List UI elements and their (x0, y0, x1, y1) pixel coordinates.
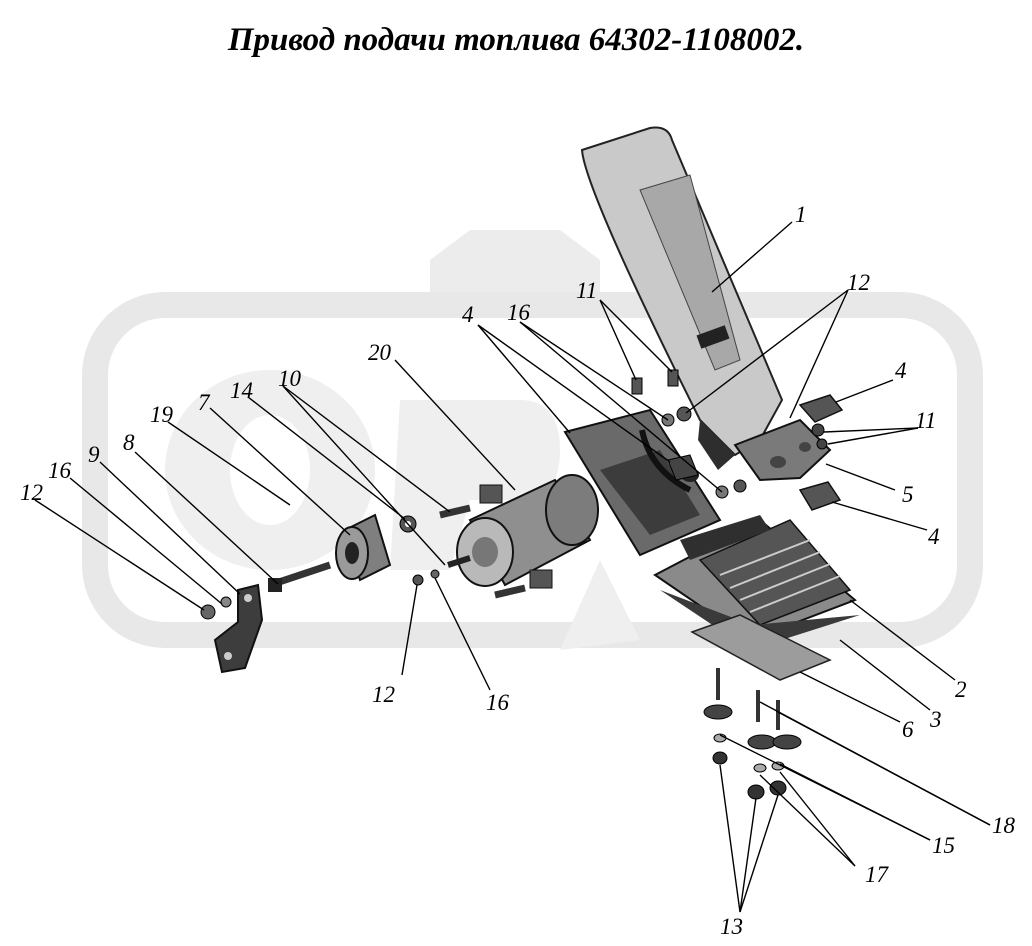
callout-1: 1 (795, 202, 807, 227)
callout-16-left: 16 (48, 458, 72, 483)
callout-4-right-lower: 4 (928, 524, 940, 549)
callout-6: 6 (902, 717, 914, 742)
callout-15: 15 (932, 833, 955, 858)
callout-19: 19 (150, 402, 174, 427)
callout-11-right: 11 (915, 408, 936, 433)
callout-17: 17 (865, 862, 890, 887)
callout-7: 7 (198, 390, 211, 415)
callout-9: 9 (88, 442, 100, 467)
diagram-title: Привод подачи топлива 64302-1108002. (227, 22, 805, 58)
part-stud (268, 561, 332, 592)
callout-16-lower: 16 (486, 690, 510, 715)
part-bumper-center (667, 454, 699, 481)
callout-8: 8 (123, 430, 135, 455)
callout-20: 20 (368, 340, 392, 365)
part-hinge (733, 418, 832, 482)
callout-14: 14 (230, 378, 253, 403)
leader-lines (34, 221, 991, 913)
callout-4-right-upper: 4 (895, 358, 907, 383)
part-washers-center (412, 569, 440, 586)
part-bumper-upper (798, 394, 844, 423)
watermark-logo: ORE (82, 230, 983, 650)
callout-12-upper: 12 (847, 270, 870, 295)
callout-labels: 1 2 3 4 4 4 5 6 7 8 9 10 11 11 12 12 12 … (20, 202, 1016, 939)
part-nuts-right (811, 423, 828, 450)
callout-10: 10 (278, 366, 302, 391)
part-bushing (335, 513, 392, 582)
part-nuts-left (200, 596, 232, 620)
part-base-plate (653, 515, 857, 642)
watermark-text: ORE (600, 532, 622, 543)
callout-5: 5 (902, 482, 914, 507)
callout-12-lower: 12 (372, 682, 395, 707)
part-actuator (439, 474, 599, 599)
part-lever (213, 583, 264, 674)
part-bumper-lower (798, 481, 842, 511)
callout-13: 13 (720, 914, 743, 939)
callout-4-upper: 4 (462, 302, 474, 327)
callout-16-upper: 16 (507, 300, 531, 325)
part-lower-plate (690, 614, 832, 681)
callout-18: 18 (992, 813, 1016, 838)
callout-3: 3 (929, 707, 942, 732)
part-bracket (563, 408, 722, 557)
callout-12-left: 12 (20, 480, 43, 505)
callout-2: 2 (955, 677, 967, 702)
callout-11-upper: 11 (576, 278, 597, 303)
part-pedal (580, 126, 784, 470)
